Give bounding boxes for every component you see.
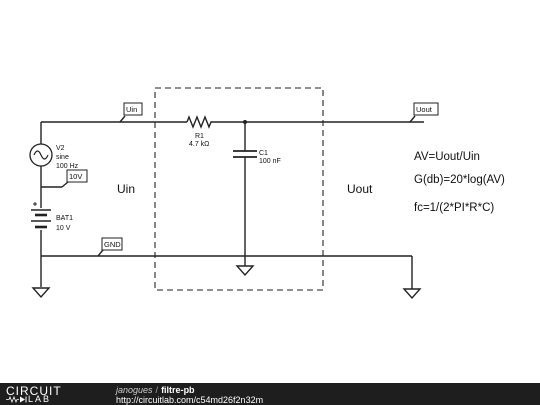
v2-type: sine	[56, 154, 69, 161]
battery-bat1	[31, 202, 51, 229]
net-label-10v-box	[66, 169, 88, 183]
c1-name: C1	[259, 150, 268, 157]
author-line: janogues/filtre-pb	[116, 385, 195, 395]
equation-cutoff: fc=1/(2*PI*R*C)	[414, 202, 494, 214]
c1-value: 100 nF	[259, 158, 281, 165]
net-label-10v-text: 10V	[69, 172, 82, 181]
equation-gain: AV=Uout/Uin	[414, 151, 480, 163]
bat1-value: 10 V	[56, 225, 71, 232]
equation-gain-db: G(db)=20*log(AV)	[414, 174, 505, 186]
ground-icon-left	[31, 287, 51, 299]
resistor-r1	[186, 115, 213, 129]
filter-boundary	[154, 87, 324, 291]
circuit-url[interactable]: http://circuitlab.com/c54md26f2n32m	[116, 395, 264, 405]
net-label-uout-leader	[409, 115, 416, 123]
net-label-gnd-box	[101, 237, 123, 251]
ground-icon-center	[235, 265, 255, 277]
circuitlab-logo: CIRCUIT LAB	[6, 384, 98, 404]
net-label-uout-text: Uout	[416, 105, 433, 114]
author-name[interactable]: janogues	[116, 385, 153, 395]
junction-dot	[243, 120, 247, 124]
logo-text-bottom: LAB	[28, 394, 52, 404]
net-label-10v: 10V	[41, 169, 88, 188]
net-label-uin-leader	[119, 115, 126, 123]
net-label-10v-leader	[61, 181, 69, 188]
footer-bar: CIRCUIT LAB janogues/filtre-pb http://ci…	[0, 383, 540, 405]
net-label-gnd-leader	[97, 249, 104, 257]
v2-freq: 100 Hz	[56, 163, 79, 170]
logo-text-top: CIRCUIT	[6, 384, 62, 398]
region-label-output: Uout	[347, 182, 373, 196]
circuit-title[interactable]: filtre-pb	[161, 385, 195, 395]
net-label-gnd-text: GND	[104, 240, 121, 249]
net-label-gnd: GND	[97, 237, 123, 257]
net-label-uin: Uin	[119, 102, 143, 123]
net-label-uin-text: Uin	[126, 105, 137, 114]
v2-name: V2	[56, 145, 65, 152]
sine-wave-icon	[33, 150, 49, 160]
net-label-uin-box	[123, 102, 143, 116]
sine-source-v2	[29, 143, 53, 167]
ground-icon-right	[402, 288, 422, 300]
diode-icon	[6, 396, 27, 403]
separator: /	[155, 385, 159, 395]
net-label-uout-box	[413, 102, 439, 116]
r1-name: R1	[195, 133, 204, 140]
region-label-input: Uin	[117, 182, 135, 196]
circuit-schematic: V2 sine 100 Hz BAT1 10 V R1 4.7 kΩ C1 10…	[29, 87, 505, 300]
net-label-uout: Uout	[409, 102, 439, 123]
r1-value: 4.7 kΩ	[189, 141, 209, 148]
bat1-name: BAT1	[56, 215, 73, 222]
